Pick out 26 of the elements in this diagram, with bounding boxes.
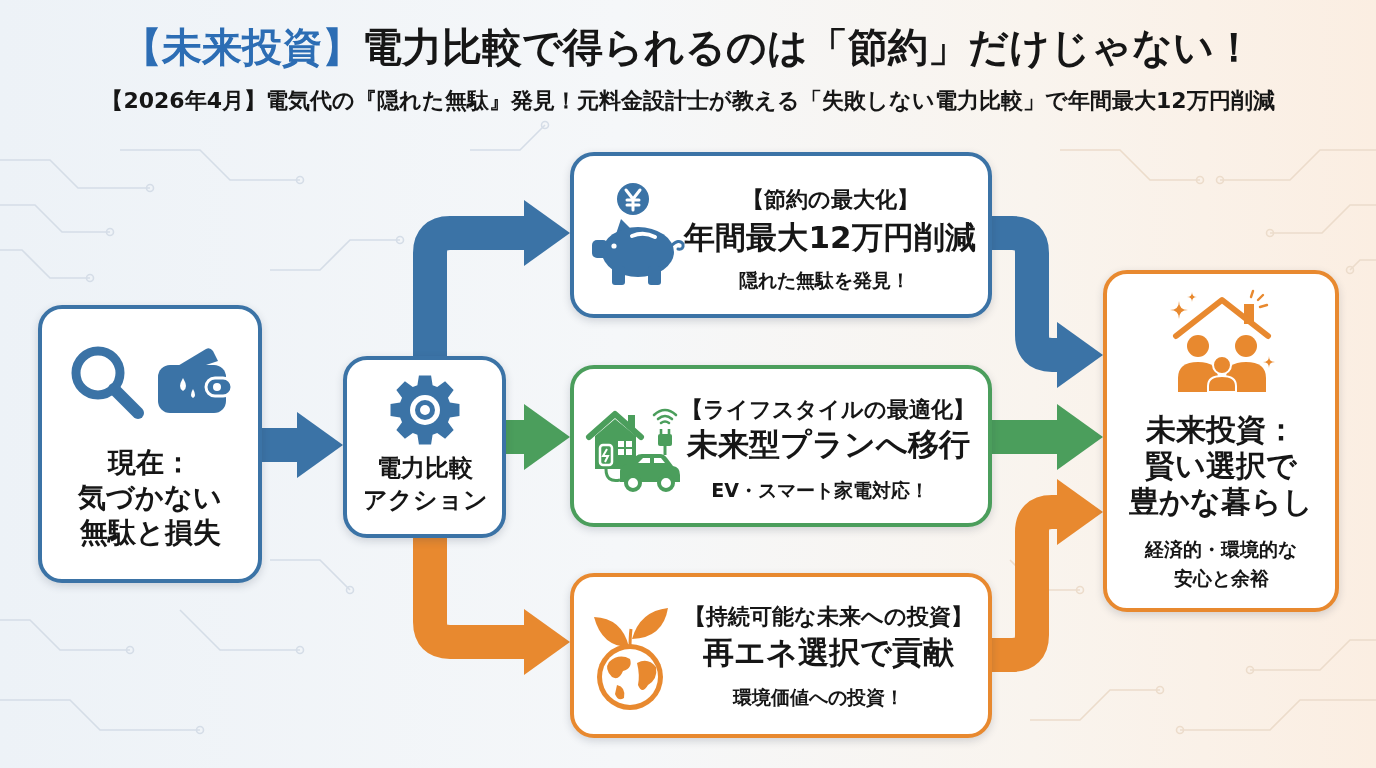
box-heading: 【持続可能な未来への投資】	[683, 603, 973, 631]
box-title: 現在：気づかない無駄と損失	[78, 445, 222, 550]
box-title: 年間最大12万円削減	[684, 218, 976, 256]
process-box	[343, 356, 506, 538]
arrow	[262, 412, 343, 478]
process-box	[570, 365, 992, 527]
box-title: 電力比較アクション	[362, 453, 488, 516]
box-text: EV・スマート家電対応！	[711, 478, 929, 503]
arrow	[506, 404, 570, 470]
subtitle: 【2026年4月】電気代の『隠れた無駄』発見！元料金設計士が教える「失敗しない電力比較」で年間最大12万円削減	[101, 87, 1275, 115]
process-box	[570, 152, 992, 318]
box-text: 環境価値への投資！	[732, 685, 904, 710]
process-box	[1103, 270, 1339, 612]
page-title: 【未来投資】電力比較で得られるのは「節約」だけじゃない！	[122, 23, 1254, 72]
arrow	[992, 216, 1103, 388]
box-title: 再エネ選択で貢献	[702, 633, 954, 671]
box-heading: 【ライフスタイルの最適化】	[681, 396, 975, 424]
process-box	[570, 573, 992, 738]
process-box	[38, 305, 262, 583]
box-title: 未来型プランへ移行	[686, 425, 970, 463]
box-title: 未来投資：賢い選択で豊かな暮らし	[1129, 412, 1313, 520]
arrow	[992, 479, 1103, 672]
arrow	[992, 404, 1103, 470]
box-text: 経済的・環境的な安心と余裕	[1145, 537, 1297, 591]
box-text: 隠れた無駄を発見！	[738, 268, 910, 293]
box-heading: 【節約の最大化】	[741, 186, 919, 214]
